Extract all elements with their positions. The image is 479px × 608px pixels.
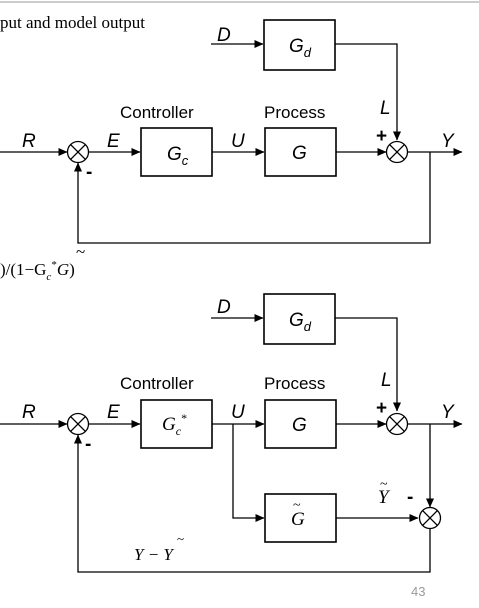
signal-e-label: E bbox=[107, 131, 120, 152]
process-block-label: G bbox=[292, 143, 307, 164]
formula-tilde: ~ bbox=[76, 242, 85, 261]
disturbance-block-2-label: Gd bbox=[289, 310, 312, 334]
disturbance-2-plus-sign: + bbox=[376, 398, 387, 419]
signal-r-label: R bbox=[22, 131, 36, 152]
ytilde-tilde: ~ bbox=[380, 477, 388, 492]
signal-r2-label: R bbox=[22, 402, 36, 423]
disturbance-plus-sign: + bbox=[376, 126, 387, 147]
feedback-2-minus-sign: - bbox=[85, 434, 91, 455]
signal-y2-label: Y bbox=[441, 402, 455, 423]
model-tilde: ~ bbox=[293, 498, 301, 513]
summing-junction-1 bbox=[66, 140, 90, 164]
process-2-block-label: G bbox=[292, 415, 307, 436]
disturbance-block-2 bbox=[263, 293, 336, 345]
signal-u2-label: U bbox=[231, 402, 245, 423]
top-caption-fragment: put and model output bbox=[0, 13, 145, 32]
feedback-path-arrow bbox=[74, 152, 431, 244]
formula-fragment: )/(1−Gc*G) bbox=[0, 259, 75, 283]
diagram-1-feedback-loop: R - E Controller Gc U Process G D Gd L + bbox=[0, 19, 463, 244]
controller-2-caption: Controller bbox=[120, 374, 194, 393]
summing-junction-4 bbox=[385, 412, 409, 436]
disturbance-block-label: Gd bbox=[289, 36, 312, 60]
controller-block-label: Gc bbox=[167, 144, 189, 168]
model-minus-sign: - bbox=[407, 487, 413, 508]
process-caption: Process bbox=[264, 103, 325, 122]
controller-2-block-label: Gc* bbox=[162, 411, 187, 438]
feedback-2-path-arrow bbox=[74, 434, 431, 573]
signal-d2-label: D bbox=[217, 297, 231, 318]
process-block bbox=[264, 127, 337, 177]
signal-l2-label: L bbox=[381, 370, 392, 391]
signal-d-label: D bbox=[217, 25, 231, 46]
summing-junction-2 bbox=[385, 140, 409, 164]
model-block-label: G bbox=[291, 509, 305, 530]
signal-e2-label: E bbox=[107, 402, 120, 423]
process-2-caption: Process bbox=[264, 374, 325, 393]
disturbance-out-arrow bbox=[335, 43, 401, 141]
process-2-block bbox=[264, 399, 337, 449]
disturbance-block bbox=[263, 19, 336, 71]
disturbance-2-out-arrow bbox=[335, 317, 401, 412]
feedback-tilde: ~ bbox=[177, 531, 184, 546]
model-branch-arrow bbox=[232, 424, 265, 522]
signal-l-label: L bbox=[380, 98, 391, 119]
page-number: 43 bbox=[411, 584, 425, 599]
feedback-signal-label: Y − Y bbox=[134, 545, 174, 564]
diagram-2-imc-loop: D Gd L + R - E Controller Gc* U Process … bbox=[0, 293, 463, 573]
signal-u-label: U bbox=[231, 131, 245, 152]
summing-junction-3 bbox=[66, 412, 90, 436]
signal-y-label: Y bbox=[441, 131, 455, 152]
controller-caption: Controller bbox=[120, 103, 194, 122]
signal-ytilde-label: Y bbox=[378, 487, 391, 508]
summing-junction-5 bbox=[418, 506, 442, 530]
feedback-minus-sign: - bbox=[86, 162, 92, 183]
